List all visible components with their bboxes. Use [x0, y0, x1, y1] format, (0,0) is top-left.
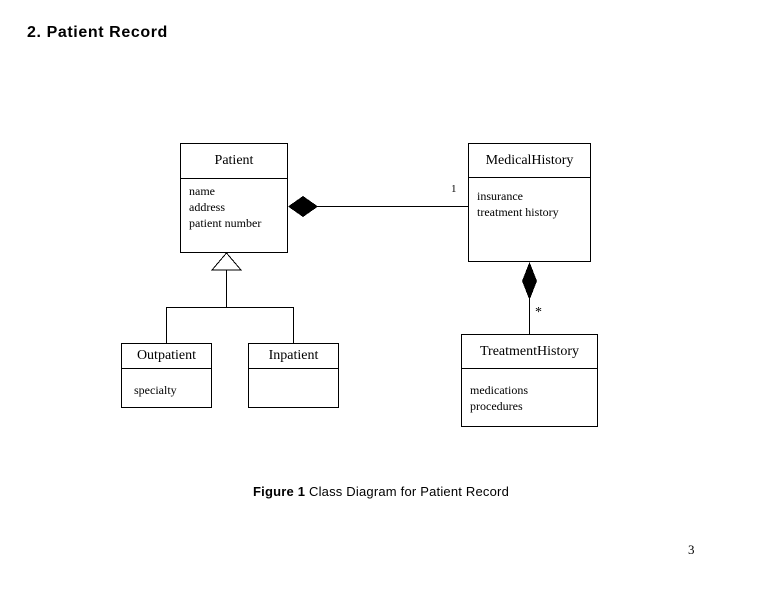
multiplicity-label-many: *	[535, 305, 542, 320]
uml-class-medical-history: MedicalHistory insurance treatment histo…	[468, 143, 591, 262]
attribute: procedures	[470, 399, 523, 413]
uml-class-inpatient: Inpatient	[248, 343, 339, 408]
attribute: name	[189, 184, 215, 198]
uml-class-treatment-history: TreatmentHistory medications procedures	[461, 334, 598, 427]
attribute: medications	[470, 383, 528, 397]
class-attributes-outpatient: specialty	[122, 369, 211, 398]
page-number: 3	[688, 542, 695, 557]
figure-caption-label: Figure 1	[253, 484, 306, 499]
class-name-treatment-history: TreatmentHistory	[462, 335, 597, 369]
class-name-patient: Patient	[181, 144, 287, 179]
attribute: insurance	[477, 189, 523, 203]
uml-class-patient: Patient name address patient number	[180, 143, 288, 253]
attribute: patient number	[189, 216, 262, 230]
class-name-inpatient: Inpatient	[249, 344, 338, 369]
aggregation-diamond-icon	[288, 196, 318, 217]
attribute: specialty	[134, 383, 177, 397]
inheritance-triangle-icon	[210, 252, 243, 271]
figure-caption-text: Class Diagram for Patient Record	[308, 484, 510, 499]
composition-diamond-icon	[522, 262, 537, 300]
multiplicity-label-one: 1	[451, 183, 457, 195]
class-name-medical-history: MedicalHistory	[469, 144, 590, 178]
attribute: address	[189, 200, 225, 214]
section-heading: 2. Patient Record	[27, 24, 168, 41]
class-attributes-medical-history: insurance treatment history	[469, 178, 590, 220]
class-name-outpatient: Outpatient	[122, 344, 211, 369]
figure-caption: Figure 1 Class Diagram for Patient Recor…	[253, 484, 509, 499]
attribute: treatment history	[477, 205, 559, 219]
uml-class-outpatient: Outpatient specialty	[121, 343, 212, 408]
class-attributes-patient: name address patient number	[181, 179, 287, 231]
class-attributes-treatment-history: medications procedures	[462, 369, 597, 414]
